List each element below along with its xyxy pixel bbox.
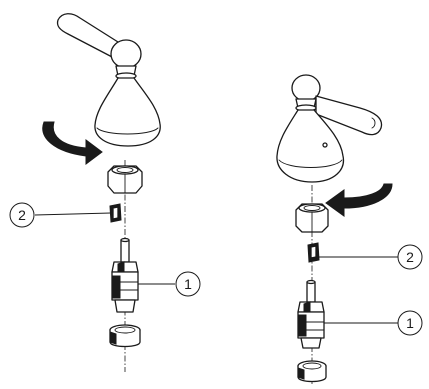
left-lever-ball [110,39,142,69]
right-handle-body [276,109,345,183]
left-clip-inner [112,206,119,220]
left-ring-shadow [109,331,117,345]
right-hex-nut-bore [303,205,321,211]
left-cartridge-tab [117,261,125,273]
right-lever-arm [315,95,383,136]
right-cartridge-base [300,337,322,349]
right-ring-shadow [297,367,305,380]
right-cartridge-flange [297,301,325,313]
left-callout-2-circle [9,202,35,228]
left-cartridge-shadow [112,275,121,299]
right-callout-1-label: 1 [406,315,414,331]
right-clip-inner [310,245,317,259]
left-callout-2-label: 2 [18,207,26,223]
left-cartridge-stem [120,239,130,263]
left-assembly: 2 1 [9,13,201,372]
right-cartridge-stem [306,281,316,303]
right-callout-2-circle [397,244,423,270]
left-cartridge-flange [111,261,139,273]
right-lever-tip [371,117,376,129]
left-handle-body [94,77,161,147]
right-assembly: 2 1 [276,74,423,384]
right-ring-bore [302,362,322,370]
left-callout-2-leader [34,212,112,216]
right-set-screw [322,142,328,148]
left-ring-bore [114,326,136,334]
right-handle-body-rim [278,159,343,168]
left-callout-1-circle [175,271,201,297]
right-cartridge-shadow [298,314,307,337]
left-hex-nut-bore [116,167,134,173]
right-cartridge-tab [303,301,311,313]
left-handle-body-rim [96,127,159,135]
right-rotate-arrow [325,183,393,217]
right-stem-tip [306,279,316,285]
left-stem-tip [120,237,130,243]
right-callout-1-circle [397,310,423,336]
right-callout-2-label: 2 [406,249,414,265]
left-cartridge-base [114,299,136,313]
left-rotate-arrow [42,121,103,165]
left-callout-1-label: 1 [184,276,192,292]
left-lever-arm [56,13,119,59]
